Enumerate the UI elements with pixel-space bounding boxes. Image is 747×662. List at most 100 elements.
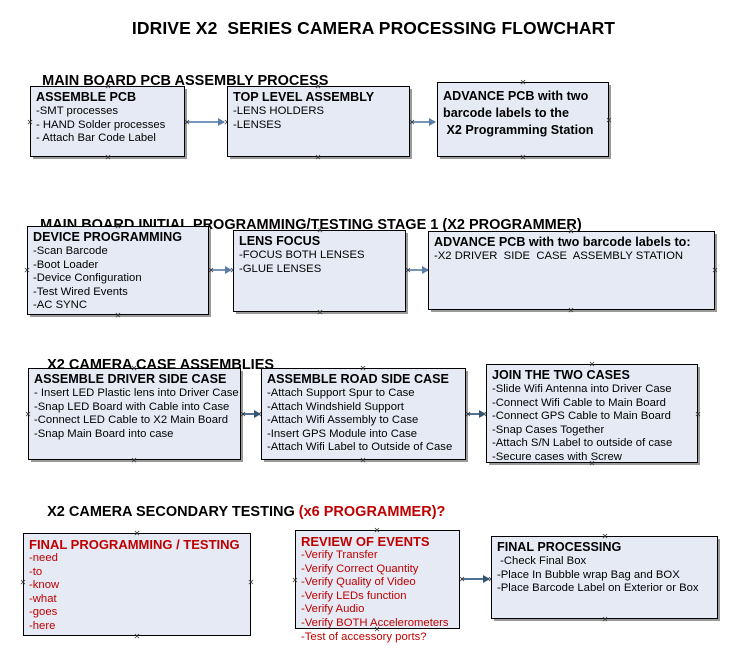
resize-handle-right[interactable] (248, 579, 255, 586)
resize-handle-left[interactable] (27, 119, 34, 126)
flow-box-line: -X2 DRIVER SIDE CASE ASSEMBLY STATION (434, 250, 684, 262)
flow-box-line: - HAND Solder processes (36, 118, 166, 131)
connector-handle-start[interactable] (208, 267, 215, 274)
resize-handle-left[interactable] (25, 411, 32, 418)
resize-handle-top[interactable] (315, 83, 322, 90)
flow-box-line: -Device Configuration (33, 272, 142, 285)
resize-handle-bottom[interactable] (115, 312, 122, 319)
resize-handle-top[interactable] (360, 365, 367, 372)
resize-handle-right[interactable] (606, 117, 613, 124)
connector-handle-start[interactable] (405, 267, 412, 274)
flow-box-final-programming-testing[interactable]: FINAL PROGRAMMING / TESTING -need -to -k… (23, 533, 251, 636)
flow-box-line: -Snap Main Board into case (34, 427, 174, 440)
resize-handle-bottom[interactable] (131, 457, 138, 464)
flow-box-final-processing[interactable]: FINAL PROCESSING -Check Final Box -Place… (491, 536, 718, 619)
resize-handle-bottom[interactable] (374, 626, 381, 633)
flow-box-line: -Snap Cases Together (492, 423, 605, 436)
connector-handle-start[interactable] (240, 411, 247, 418)
flow-box-line: -Check Final Box (497, 555, 587, 567)
flow-box-line: -Attach S/N Label to outside of case (492, 437, 673, 450)
connector-device-programming-to-lens-focus (210, 266, 232, 274)
flow-box-assemble-driver-side-case[interactable]: ASSEMBLE DRIVER SIDE CASE - Insert LED P… (28, 368, 241, 460)
resize-handle-right[interactable] (695, 411, 702, 418)
flow-box-line: -Attach Wifi Assembly to Case (267, 414, 419, 427)
flow-box-line: -SMT processes (36, 105, 119, 117)
resize-handle-bottom[interactable] (360, 457, 367, 464)
resize-handle-bottom[interactable] (317, 309, 324, 316)
resize-handle-top[interactable] (317, 227, 324, 234)
flow-box-line: -Scan Barcode (33, 245, 108, 257)
resize-handle-left[interactable] (292, 577, 299, 584)
flow-box-line: -here (29, 619, 56, 632)
flow-box-line: -Verify BOTH Accelerometers (301, 616, 449, 629)
flow-box-line: -Boot Loader (33, 258, 99, 271)
connector-review-of-events-to-final-processing (461, 575, 490, 583)
resize-handle-top[interactable] (105, 83, 112, 90)
flow-box-line: - Attach Bar Code Label (36, 132, 156, 145)
flow-box-title: TOP LEVEL ASSEMBLY (233, 90, 375, 104)
resize-handle-top[interactable] (115, 223, 122, 230)
connector-top-level-assembly-to-advance-pcb (411, 118, 436, 126)
resize-handle-left[interactable] (24, 267, 31, 274)
flow-box-line: -know (29, 579, 60, 592)
flow-box-assemble-road-side-case[interactable]: ASSEMBLE ROAD SIDE CASE -Attach Support … (261, 368, 466, 460)
flow-box-line: -need (29, 552, 58, 564)
flow-box-line: -Test Wired Events (33, 285, 128, 298)
flow-box-line: -goes (29, 606, 58, 619)
section-heading-accent: (x6 PROGRAMMER)? (298, 504, 446, 520)
flow-box-assemble-pcb[interactable]: ASSEMBLE PCB -SMT processes - HAND Solde… (30, 86, 185, 157)
connector-handle-start[interactable] (459, 576, 466, 583)
resize-handle-bottom[interactable] (520, 154, 527, 161)
flow-box-line: -Attach Support Spur to Case (267, 387, 415, 399)
connector-handle-start[interactable] (184, 119, 191, 126)
flow-box-line: -Connect LED Cable to X2 Main Board (34, 414, 229, 427)
flow-box-line: -Attach Wifi Label to Outside of Case (267, 441, 453, 454)
flow-box-title: JOIN THE TWO CASES (492, 368, 630, 382)
flow-box-title: LENS FOCUS (239, 234, 321, 248)
resize-handle-bottom[interactable] (568, 307, 575, 314)
flow-box-title: ASSEMBLE PCB (36, 90, 137, 104)
flow-box-line: -Connect GPS Cable to Main Board (492, 410, 671, 423)
flow-box-top-level-assembly[interactable]: TOP LEVEL ASSEMBLY -LENS HOLDERS -LENSES (227, 86, 410, 157)
flow-box-title: FINAL PROCESSING (497, 540, 622, 554)
resize-handle-top[interactable] (568, 228, 575, 235)
flow-box-advance-pcb-x2-programming-station[interactable]: ADVANCE PCB with two barcode labels to t… (437, 82, 609, 157)
flow-box-line: -Verify LEDs function (301, 589, 407, 602)
resize-handle-top[interactable] (520, 79, 527, 86)
flow-box-line: -Place In Bubble wrap Bag and BOX (497, 568, 680, 581)
connector-handle-start[interactable] (465, 411, 472, 418)
section-heading-text: X2 CAMERA SECONDARY TESTING (47, 504, 299, 520)
resize-handle-top[interactable] (374, 527, 381, 534)
resize-handle-top[interactable] (589, 361, 596, 368)
flow-box-review-of-events[interactable]: REVIEW OF EVENTS -Verify Transfer -Verif… (295, 530, 460, 643)
flow-box-title: DEVICE PROGRAMMING (33, 230, 183, 244)
resize-handle-bottom[interactable] (105, 154, 112, 161)
connector-handle-start[interactable] (409, 119, 416, 126)
resize-handle-bottom[interactable] (315, 154, 322, 161)
flow-box-line-overflow: -Test of accessory ports? (301, 630, 427, 643)
flow-box-device-programming[interactable]: DEVICE PROGRAMMING -Scan Barcode -Boot L… (27, 226, 209, 315)
section-heading-x2-camera-secondary-testing: X2 CAMERA SECONDARY TESTING (x6 PROGRAMM… (31, 488, 445, 536)
flow-box-line: -AC SYNC (33, 299, 87, 312)
section-heading-text: MAIN BOARD PCB ASSEMBLY PROCESS (42, 73, 329, 89)
flow-box-title: FINAL PROGRAMMING / TESTING (29, 537, 240, 552)
resize-handle-top[interactable] (134, 530, 141, 537)
resize-handle-left[interactable] (20, 579, 27, 586)
resize-handle-bottom[interactable] (589, 460, 596, 467)
flow-box-line: -what (29, 592, 57, 605)
resize-handle-top[interactable] (131, 365, 138, 372)
resize-handle-top[interactable] (602, 533, 609, 540)
flow-box-advance-pcb-driver-side-case[interactable]: ADVANCE PCB with two barcode labels to: … (428, 231, 715, 310)
resize-handle-bottom[interactable] (134, 633, 141, 640)
flow-box-line: -Place Barcode Label on Exterior or Box (497, 582, 699, 595)
flow-box-line: -LENS HOLDERS (233, 105, 325, 117)
flow-box-lens-focus[interactable]: LENS FOCUS -FOCUS BOTH LENSES -GLUE LENS… (233, 230, 406, 312)
flow-box-title: ADVANCE PCB with two barcode labels to: (434, 235, 691, 249)
resize-handle-right[interactable] (712, 267, 719, 274)
flow-box-line: -LENSES (233, 118, 282, 131)
flow-box-join-the-two-cases[interactable]: JOIN THE TWO CASES -Slide Wifi Antenna i… (486, 364, 698, 463)
flow-box-line: -Verify Audio (301, 603, 365, 616)
flow-box-line: - Insert LED Plastic lens into Driver Ca… (34, 387, 239, 399)
resize-handle-bottom[interactable] (602, 616, 609, 623)
